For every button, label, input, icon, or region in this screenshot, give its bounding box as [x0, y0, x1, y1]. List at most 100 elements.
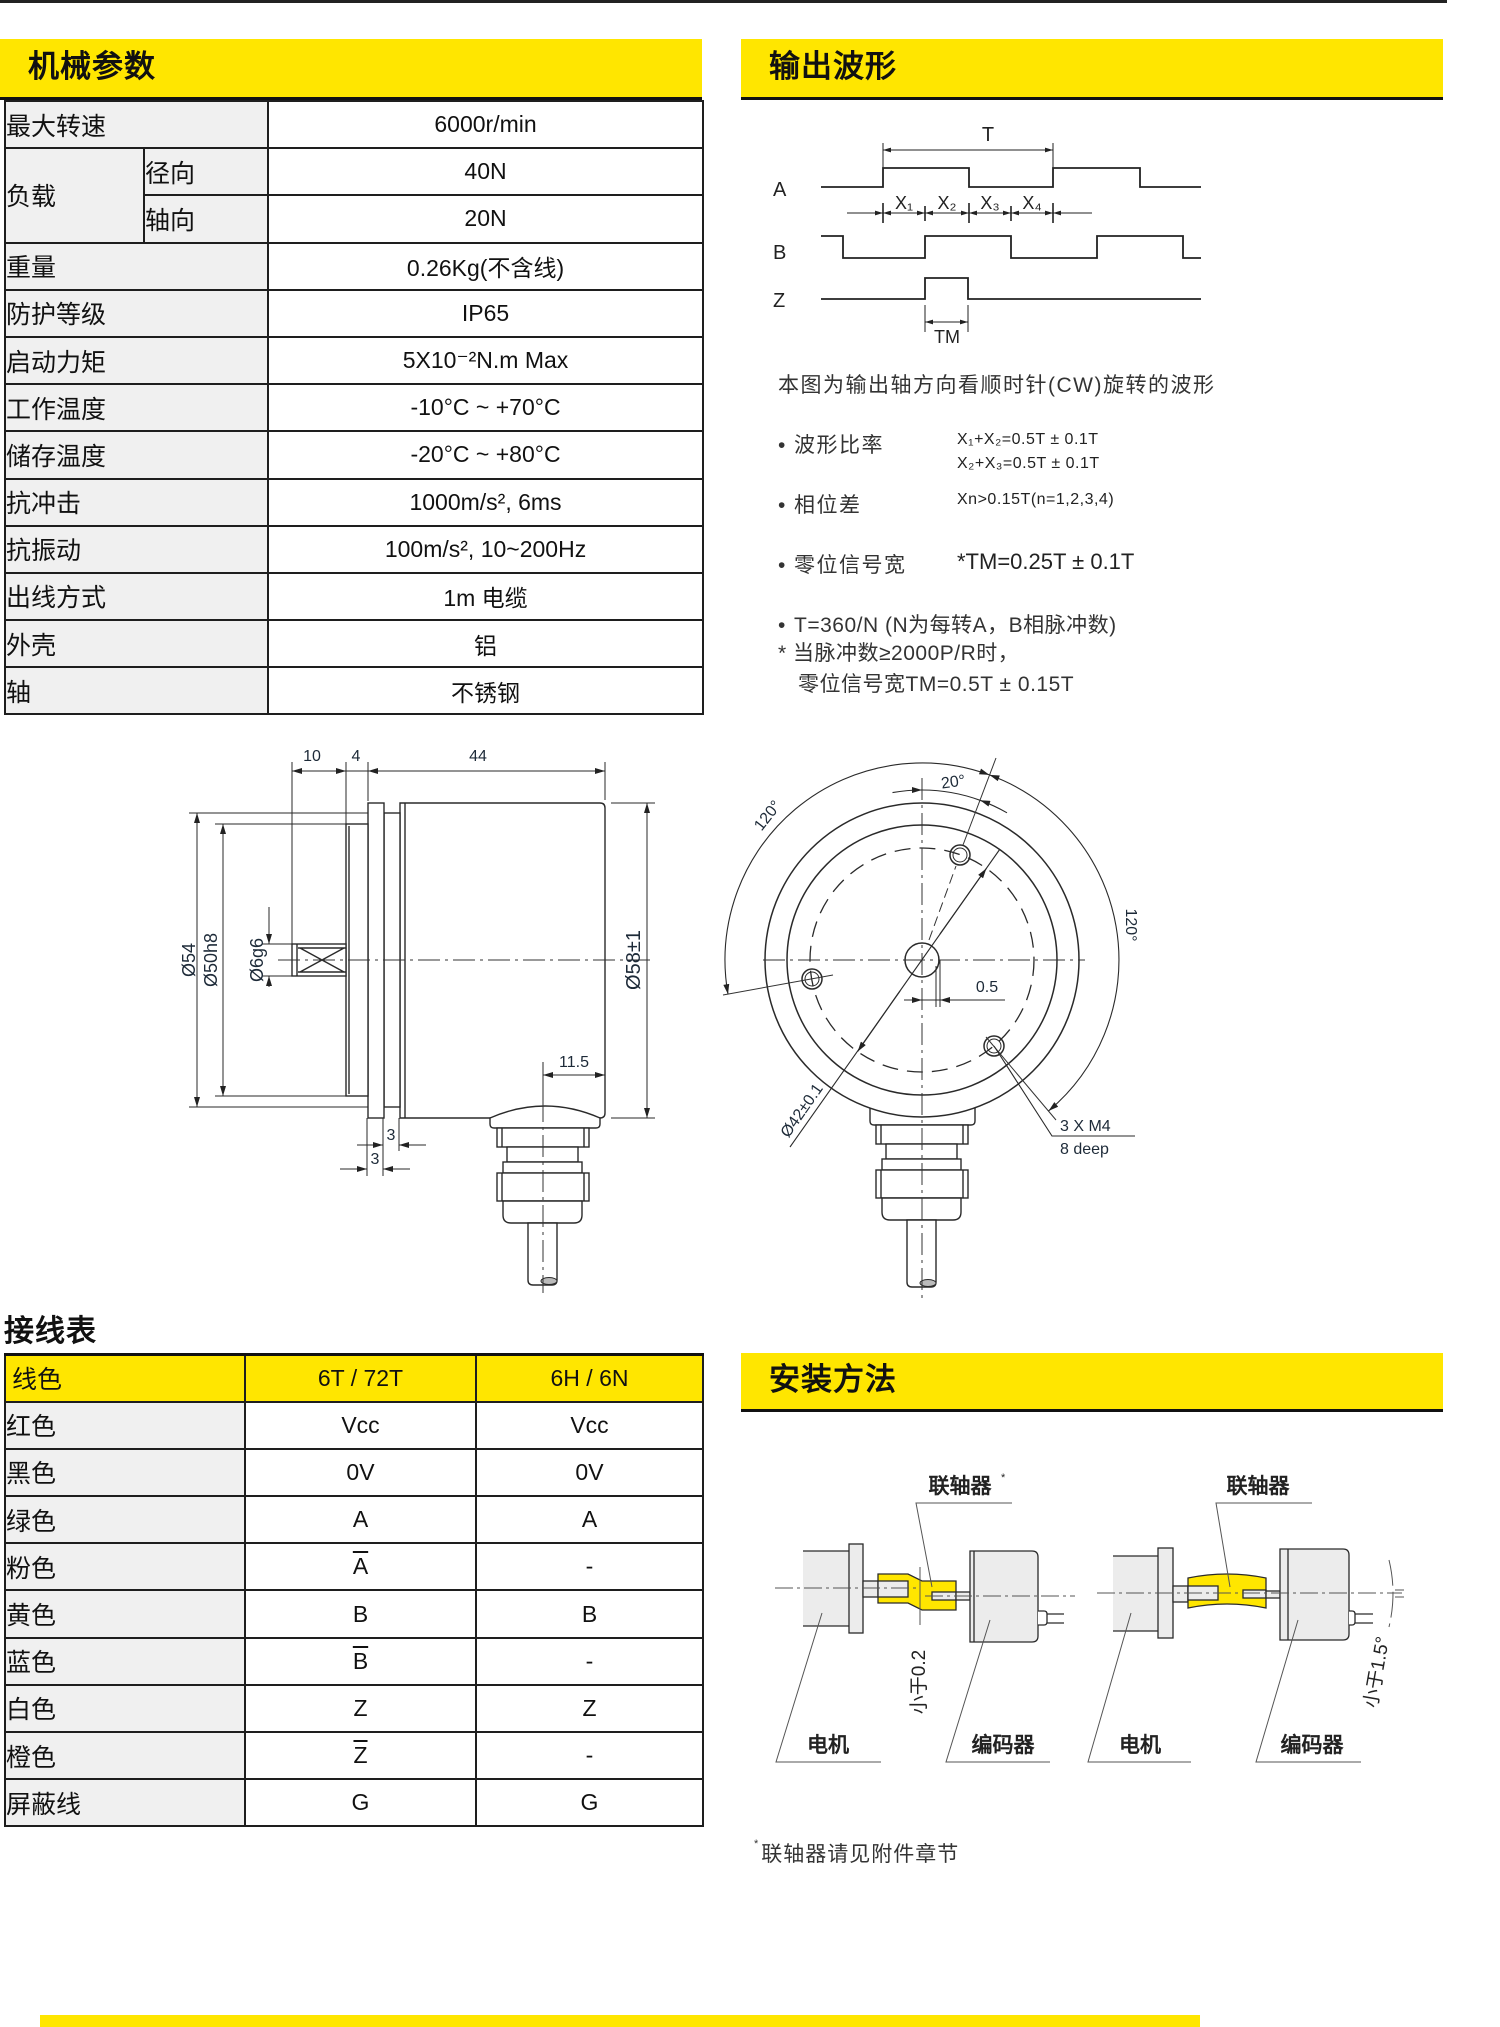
spec-value: 5X10⁻²N.m Max: [267, 335, 705, 386]
bullet: •: [778, 434, 786, 457]
spec-row: 工作温度 -10°C ~ +70°C: [3, 383, 705, 433]
angular-dimensions: [723, 762, 1135, 1148]
encoder-body: [1279, 1548, 1350, 1641]
motor-label-right: 电机: [1119, 1733, 1161, 1757]
angle-dim-20-arrow: [979, 799, 1008, 814]
cable-gland: [489, 1105, 601, 1286]
install-left-guides: [775, 1502, 1075, 1763]
extension-lines-top: [291, 762, 606, 944]
angle-label-20: 20°: [940, 772, 966, 792]
dim-label-4: 4: [352, 748, 361, 765]
shaft-flat-cross: [298, 947, 346, 973]
channel-z-label: Z: [773, 290, 785, 312]
encoder-label-right: 编码器: [1281, 1733, 1345, 1757]
spec-label: 波形比率: [794, 434, 884, 457]
coupling-leader: [1215, 1502, 1312, 1588]
signal-6t: A: [244, 1542, 477, 1592]
spec-label: 储存温度: [3, 430, 270, 480]
spec-label: 零位信号宽: [794, 554, 907, 577]
encoder-front-view-drawing: 120° 120° 20° Ø42±0.1 0.5 3 X M4 8 deep: [722, 757, 1139, 1300]
motor-body-edges: [803, 1550, 849, 1627]
signal-6h: Vcc: [475, 1400, 704, 1450]
dim-label-dia54: Ø54: [179, 943, 199, 977]
spec-value: 1000m/s², 6ms: [267, 477, 705, 527]
installation-diagram: 联轴器 * 电机 编码器 小于0.2 联轴器 电机 编码器 小于1.5°: [775, 1472, 1404, 1763]
wiring-row: 粉色 A -: [4, 1542, 704, 1592]
mechanical-spec-table: 最大转速 6000r/min 负载 径向 40N 轴向 20N 重量 0.26K…: [3, 99, 705, 716]
spec-label: 防护等级: [3, 288, 270, 338]
period-note: •T=360/N (N为每转A，B相脉冲数): [778, 609, 1117, 639]
coupling-label-right: 联轴器: [1227, 1474, 1291, 1498]
angle-marker: [1395, 1589, 1404, 1598]
inverted-signal: A: [352, 1553, 369, 1580]
signal-6h: G: [475, 1778, 704, 1828]
extension-lines-flange-dia: [189, 812, 368, 1108]
bullet: •: [778, 614, 786, 637]
spec-label: 最大转速: [3, 99, 270, 150]
signal-6t: B: [244, 1636, 477, 1686]
gland-dome: [489, 1105, 601, 1129]
installation-section-title: 安装方法: [769, 1362, 897, 1397]
header-6h-6n: 6H / 6N: [475, 1352, 704, 1403]
wire-color: 黑色: [4, 1447, 246, 1498]
signal-6t: Z: [244, 1683, 477, 1734]
signal-z-trace: [821, 277, 1201, 300]
spec-value: 1m 电缆: [267, 571, 705, 622]
dim-label-dia6: Ø6g6: [247, 938, 267, 982]
install-right-assembly: [1113, 1547, 1373, 1641]
gland-nut-edges: [880, 1125, 964, 1144]
side-view-dimension-labels: 10 4 44 Ø54 Ø50h8 Ø6g6 Ø58±1 11.5 3 3: [179, 748, 645, 1168]
coupling-bore-encoder: [1242, 1589, 1267, 1599]
wire-color: 白色: [4, 1683, 246, 1734]
spec-row: 重量 0.26Kg(不含线): [3, 241, 705, 291]
spec-row: 抗振动 100m/s², 10~200Hz: [3, 524, 705, 574]
spec-label: 负载: [4, 147, 145, 244]
installation-section-header: 安装方法: [741, 1353, 1443, 1412]
dim-label-dia58: Ø58±1: [623, 930, 645, 990]
bullet: •: [778, 554, 786, 577]
angle-dim-20-arrow: [892, 787, 923, 794]
wiring-row: 屏蔽线 G G: [4, 1778, 704, 1828]
dim-label-44: 44: [469, 748, 487, 765]
wire-color: 黄色: [4, 1589, 246, 1639]
spec-value: *TM=0.25T ± 0.1T: [957, 549, 1135, 574]
encoder-side-view-drawing: 10 4 44 Ø54 Ø50h8 Ø6g6 Ø58±1 11.5 3 3: [179, 748, 655, 1293]
angle-label-left: 120°: [751, 798, 785, 835]
spec-phase-difference: •相位差: [778, 489, 862, 519]
thread-leader: [993, 1045, 1135, 1137]
encoder-cable: [1349, 1610, 1373, 1626]
coupling-footnote: *联轴器请见附件章节: [754, 1838, 959, 1868]
spec-waveform-ratio: • 波形比率: [778, 429, 884, 459]
signal-6h: -: [475, 1730, 704, 1781]
angle-label-right: 120°: [1122, 908, 1139, 941]
spec-value: 不锈钢: [267, 666, 705, 716]
gland-cap-edges: [501, 1173, 585, 1201]
signal-6h: -: [475, 1636, 704, 1686]
wiring-header-row: 线色 6T / 72T 6H / 6N: [4, 1352, 704, 1403]
spec-value: Xn>0.15T(n=1,2,3,4): [957, 491, 1115, 508]
angle-arc: [1388, 1559, 1394, 1628]
wire-color: 屏蔽线: [4, 1778, 246, 1828]
spec-row: 防护等级 IP65: [3, 288, 705, 338]
signal-6t: G: [244, 1778, 477, 1828]
signal-6h: 0V: [475, 1447, 704, 1498]
spec-value: X₂+X₃=0.5T ± 0.1T: [957, 455, 1100, 472]
motor-leader: [775, 1612, 881, 1763]
bolt-circle-dia-label: Ø42±0.1: [778, 1081, 827, 1141]
spec-value: 6000r/min: [267, 99, 705, 150]
dim-label-11-5: 11.5: [559, 1054, 589, 1071]
waveform-diagram: A B Z T X₁ X₂ X₃ X₄ TM: [773, 124, 1201, 347]
spec-value: 100m/s², 10~200Hz: [267, 524, 705, 574]
spec-row: 储存温度 -20°C ~ +80°C: [3, 430, 705, 480]
spec-row: 轴向 20N: [5, 194, 705, 244]
x4-label: X₄: [1022, 193, 1041, 213]
angular-tolerance-label: 小于1.5°: [1360, 1635, 1394, 1710]
wire-color: 红色: [4, 1400, 246, 1450]
mechanical-section-title: 机械参数: [28, 49, 156, 84]
signal-6t: A: [244, 1495, 477, 1545]
x2-label: X₂: [938, 193, 957, 213]
wiring-row: 红色 Vcc Vcc: [4, 1400, 704, 1450]
signal-b-trace: [821, 235, 1201, 259]
radial-tolerance-label: 小于0.2: [908, 1650, 930, 1714]
signal-a-trace: [821, 167, 1201, 188]
